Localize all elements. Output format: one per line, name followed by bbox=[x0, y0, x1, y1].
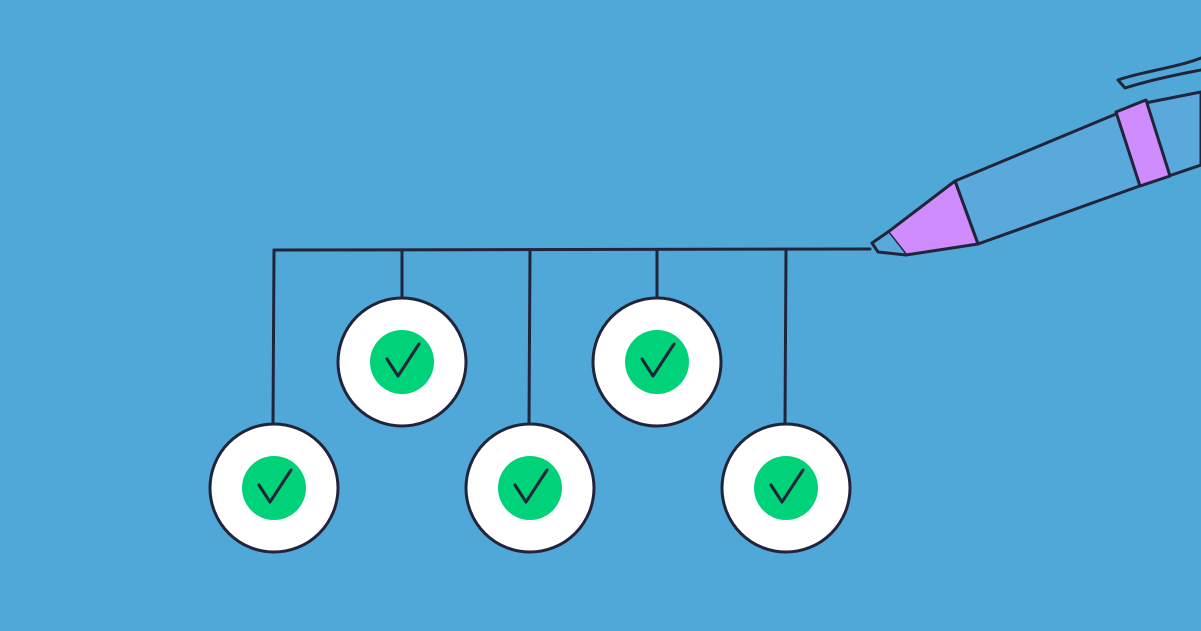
connector-lines bbox=[271, 247, 872, 426]
check-node bbox=[336, 296, 468, 428]
check-node bbox=[591, 296, 723, 428]
check-circle-icon bbox=[625, 330, 689, 394]
checkmark-icon bbox=[257, 468, 293, 504]
top-horizontal-line bbox=[272, 247, 872, 252]
check-circle-icon bbox=[754, 456, 818, 520]
pen-band bbox=[1114, 98, 1172, 188]
check-circle-icon bbox=[498, 456, 562, 520]
check-node bbox=[720, 422, 852, 554]
drop-line-1 bbox=[271, 248, 276, 426]
node-group bbox=[208, 296, 852, 554]
check-circle-icon bbox=[242, 456, 306, 520]
drop-line-5 bbox=[783, 248, 788, 426]
check-node bbox=[208, 422, 340, 554]
drop-line-3 bbox=[527, 248, 532, 426]
checkmark-icon bbox=[385, 342, 421, 378]
pen-icon bbox=[870, 56, 1201, 257]
checkmark-icon bbox=[513, 468, 549, 504]
checkmark-icon bbox=[640, 342, 676, 378]
check-node bbox=[464, 422, 596, 554]
checkmark-icon bbox=[769, 468, 805, 504]
pen-ball bbox=[870, 230, 908, 257]
pen-clip bbox=[1116, 56, 1201, 90]
check-circle-icon bbox=[370, 330, 434, 394]
